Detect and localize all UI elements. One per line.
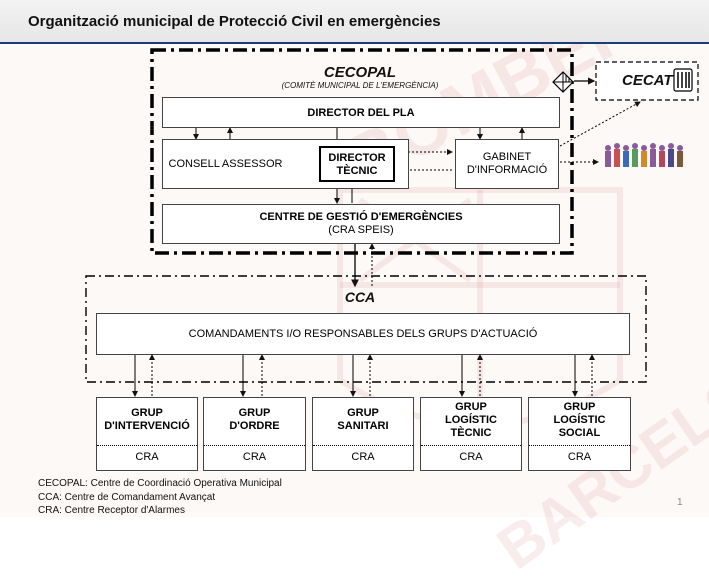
grup-logistic-tecnic-cra: CRA (459, 451, 483, 463)
diagram-connectors (85, 48, 699, 397)
centre-gestio-box: CENTRE DE GESTIÓ D'EMERGÈNCIES (CRA SPEI… (162, 204, 560, 244)
grup-sanitari-line1: GRUP (347, 407, 379, 419)
grup-intervencio-box: GRUP D'INTERVENCIÓ CRA (96, 397, 198, 471)
grup-logistic-tecnic-line3: TÈCNIC (450, 427, 492, 439)
consell-assessor-label: CONSELL ASSESSOR (168, 158, 283, 170)
footer-cra-definition: CRA: Centre Receptor d'Alarmes (38, 505, 185, 516)
cca-border (85, 275, 647, 383)
comandaments-box: COMANDAMENTS I/O RESPONSABLES DELS GRUPS… (96, 313, 630, 355)
grup-logistic-social-line2: LOGÍSTIC (553, 414, 606, 426)
grup-logistic-tecnic-line1: GRUP (455, 401, 487, 413)
cca-title: CCA (344, 289, 376, 305)
slide-header: Organització municipal de Protecció Civi… (0, 0, 709, 44)
generalitat-emblem-icon (673, 68, 693, 92)
cecopal-title: CECOPAL (323, 64, 397, 81)
grup-sanitari-box: GRUP SANITARI CRA (312, 397, 414, 471)
grup-intervencio-cra: CRA (135, 451, 159, 463)
grup-sanitari-cra: CRA (351, 451, 375, 463)
director-tecnic-line2: TÈCNIC (336, 165, 378, 177)
cecat-label: CECAT (622, 72, 673, 89)
director-del-pla-label: DIRECTOR DEL PLA (307, 107, 415, 119)
grup-ordre-line2: D'ORDRE (229, 420, 280, 432)
grup-intervencio-line2: D'INTERVENCIÓ (104, 420, 190, 432)
grup-logistic-social-line3: SOCIAL (558, 427, 601, 439)
grup-sanitari-line2: SANITARI (337, 420, 389, 432)
grup-logistic-tecnic-line2: LOGÍSTIC (445, 414, 497, 426)
footer-cca-definition: CCA: Centre de Comandament Avançat (38, 492, 216, 503)
footer-cecopal-definition: CECOPAL: Centre de Coordinació Operativa… (38, 478, 282, 489)
director-tecnic-line1: DIRECTOR (328, 152, 386, 164)
centre-gestio-line2: (CRA SPEIS) (328, 224, 394, 236)
comandaments-label: COMANDAMENTS I/O RESPONSABLES DELS GRUPS… (188, 328, 538, 340)
page-number: 1 (677, 497, 683, 508)
gabinet-line2: D'INFORMACIÓ (466, 164, 548, 176)
people-group-icon (605, 143, 683, 167)
centre-gestio-line1: CENTRE DE GESTIÓ D'EMERGÈNCIES (259, 211, 463, 223)
gabinet-line1: GABINET (482, 151, 532, 163)
grup-ordre-line1: GRUP (238, 407, 271, 419)
grup-logistic-social-box: GRUP LOGÍSTIC SOCIAL CRA (528, 397, 631, 471)
grup-logistic-social-cra: CRA (567, 451, 592, 463)
gabinet-informacio-box: GABINET D'INFORMACIÓ (455, 139, 559, 189)
director-tecnic-box: DIRECTOR TÈCNIC (319, 146, 395, 182)
grup-ordre-box: GRUP D'ORDRE CRA (203, 397, 306, 471)
cecopal-subtitle: (COMITÈ MUNICIPAL DE L'EMERGÈNCIA) (281, 81, 439, 90)
director-del-pla-box: DIRECTOR DEL PLA (162, 97, 560, 128)
grup-logistic-social-line1: GRUP (563, 401, 596, 413)
barcelona-emblem-icon (552, 71, 574, 93)
group-arrows (132, 354, 595, 397)
grup-intervencio-line1: GRUP (131, 407, 163, 419)
grup-logistic-tecnic-box: GRUP LOGÍSTIC TÈCNIC CRA (420, 397, 522, 471)
grup-ordre-cra: CRA (242, 451, 267, 463)
slide-title: Organització municipal de Protecció Civi… (28, 13, 441, 30)
cecopal-border (150, 48, 574, 255)
